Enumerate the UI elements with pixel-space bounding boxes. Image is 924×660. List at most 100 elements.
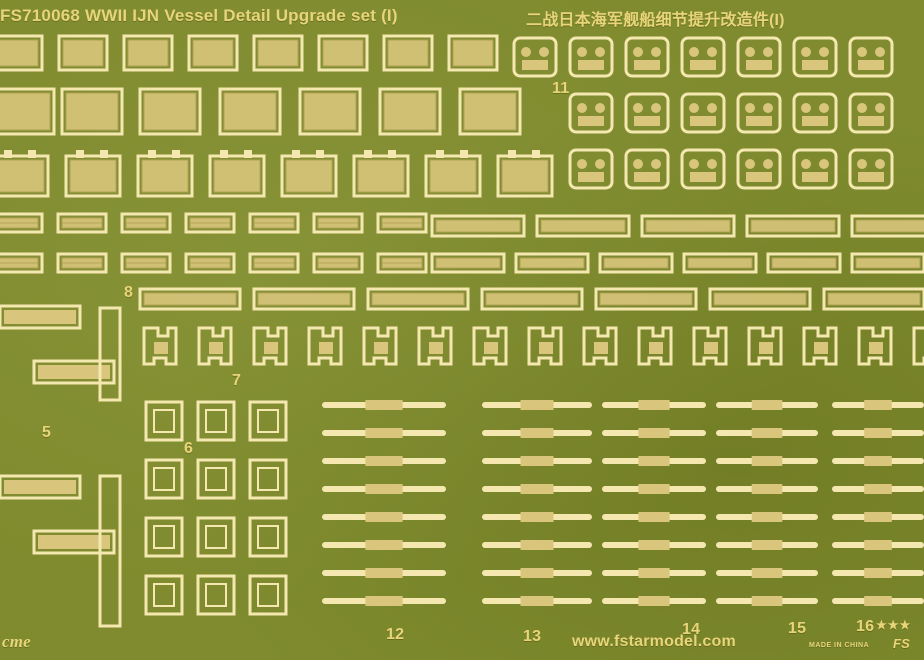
long-strip <box>745 214 841 238</box>
part-11-dot <box>801 103 811 113</box>
part-7-core <box>319 342 333 354</box>
part-7-core <box>539 342 553 354</box>
part-11-dot <box>633 103 643 113</box>
rail-center <box>638 568 670 578</box>
long-strip <box>850 214 924 238</box>
part-6-hatch <box>196 574 236 616</box>
part-11-base <box>690 116 716 126</box>
part-11-base <box>802 116 828 126</box>
rail-center <box>520 512 554 522</box>
part-11-dot <box>539 47 549 57</box>
part-11-dot <box>763 159 773 169</box>
grating-small-mesh <box>387 39 429 67</box>
grating-tabbed-mesh <box>285 159 333 193</box>
part-11-dot <box>763 47 773 57</box>
part-11-cluster <box>568 92 614 134</box>
part-6-hatch <box>144 458 184 500</box>
part-11-cluster <box>848 148 894 190</box>
medium-strip-mesh <box>519 257 585 269</box>
grating-small <box>382 34 434 72</box>
long-strip <box>640 214 736 238</box>
tab <box>100 150 108 158</box>
part-11-cluster <box>736 92 782 134</box>
grating-small-mesh <box>322 39 364 67</box>
part-7-core <box>649 342 663 354</box>
long-strip-mesh <box>435 219 521 233</box>
grating-large-mesh <box>0 92 51 131</box>
part-11-dot <box>801 47 811 57</box>
part-11-base <box>690 60 716 70</box>
small-frame <box>376 212 428 234</box>
part-11-dot <box>707 47 717 57</box>
part-8-strip-mesh <box>485 292 579 306</box>
part-7-core <box>704 342 718 354</box>
rail-center <box>864 596 892 606</box>
rail-center <box>751 540 783 550</box>
part-11-base <box>578 60 604 70</box>
part-7-core <box>814 342 828 354</box>
rail-center <box>365 596 403 606</box>
part-7-fitting <box>142 326 178 366</box>
header-title-cn: 二战日本海军舰船细节提升改造件(I) <box>526 12 785 29</box>
part-number-15: 15 <box>788 620 807 637</box>
grating-tabbed-mesh <box>141 159 189 193</box>
small-frame <box>56 212 108 234</box>
grating-large-mesh <box>303 92 357 131</box>
tab <box>28 150 36 158</box>
rail-center <box>365 568 403 578</box>
part-8-strip <box>252 287 356 311</box>
part-6-hatch-inner <box>205 467 227 491</box>
part-11-cluster <box>680 36 726 78</box>
part-7-fitting <box>307 326 343 366</box>
part-7-core <box>759 342 773 354</box>
rail-center <box>365 512 403 522</box>
rail-center <box>365 400 403 410</box>
rail-center <box>638 596 670 606</box>
part-11-cluster <box>512 36 558 78</box>
grating-large <box>138 87 202 136</box>
part-11-cluster <box>848 36 894 78</box>
grating-large <box>378 87 442 136</box>
part-11-cluster <box>736 148 782 190</box>
rail-center <box>520 456 554 466</box>
rail-center <box>751 428 783 438</box>
tab <box>76 150 84 158</box>
part-number-7: 7 <box>232 372 242 389</box>
part-6-hatch-inner <box>257 467 279 491</box>
part-11-dot <box>595 159 605 169</box>
part-11-dot <box>875 103 885 113</box>
medium-strip-mesh <box>687 257 753 269</box>
rail-center <box>638 456 670 466</box>
part-5-arm <box>32 359 116 385</box>
part-11-dot <box>633 47 643 57</box>
part-11-dot <box>745 103 755 113</box>
part-11-cluster <box>624 36 670 78</box>
rail-center <box>638 400 670 410</box>
part-11-dot <box>875 159 885 169</box>
part-number-16: 16 <box>856 618 875 635</box>
part-11-dot <box>819 159 829 169</box>
small-frame <box>312 212 364 234</box>
part-11-base <box>578 116 604 126</box>
part-7-fitting <box>472 326 508 366</box>
part-11-cluster <box>568 148 614 190</box>
medium-strip <box>514 252 590 274</box>
rail-center <box>864 456 892 466</box>
rail-center <box>751 400 783 410</box>
part-number-11: 11 <box>552 80 570 97</box>
long-strip-mesh <box>750 219 836 233</box>
part-11-dot <box>819 103 829 113</box>
part-6-hatch-inner <box>257 409 279 433</box>
part-6-hatch-inner <box>257 583 279 607</box>
part-11-dot <box>577 47 587 57</box>
small-frame <box>312 252 364 274</box>
part-7-core <box>429 342 443 354</box>
rail-center <box>365 484 403 494</box>
tab <box>508 150 516 158</box>
small-frame <box>120 252 172 274</box>
tab <box>460 150 468 158</box>
part-11-dot <box>633 159 643 169</box>
grating-tabbed <box>208 154 266 198</box>
